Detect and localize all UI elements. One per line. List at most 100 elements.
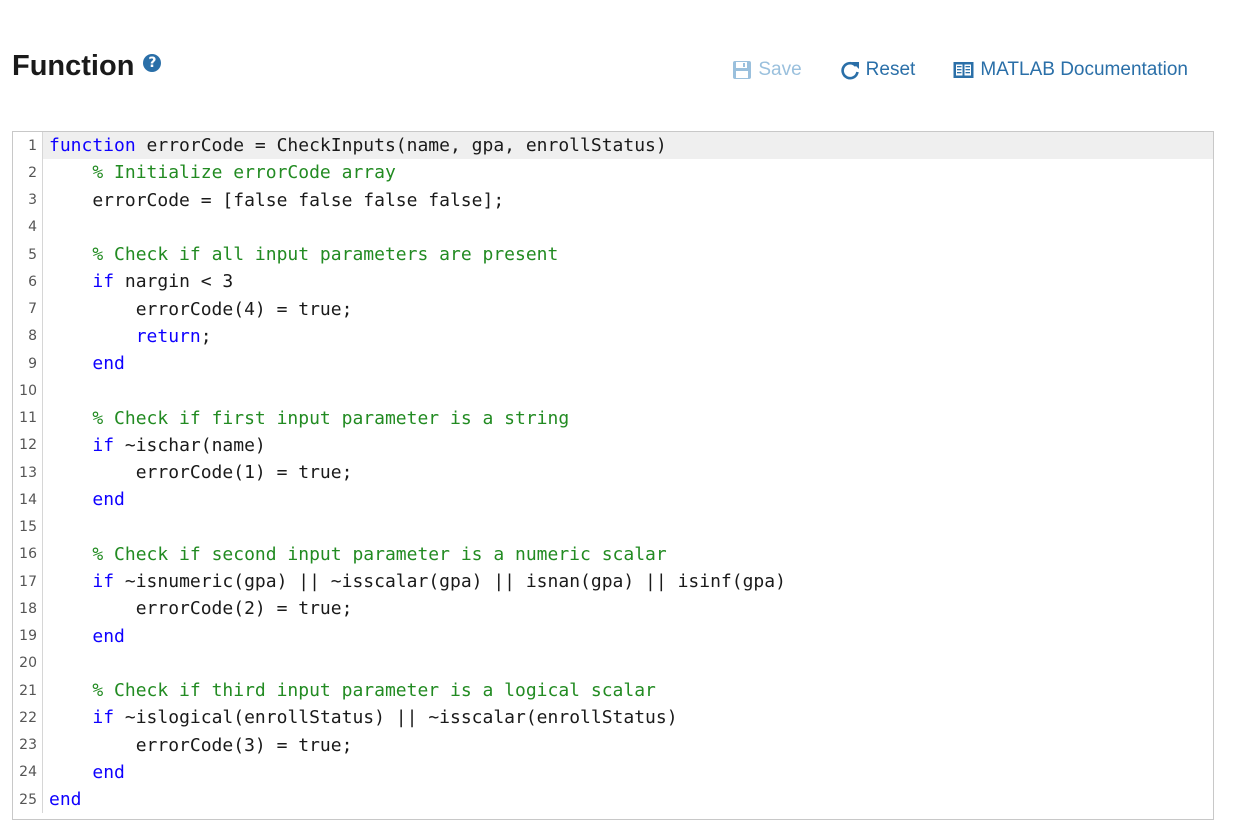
page-title: Function ?	[12, 50, 162, 83]
code-comment: % Check if third input parameter is a lo…	[92, 680, 656, 702]
code-line[interactable]: 9 end	[13, 350, 1213, 378]
code-token: nargin < 3	[114, 271, 234, 293]
code-token: ;	[200, 325, 212, 347]
code-text: errorCode(2) = true;	[43, 598, 353, 620]
matlab-documentation-link[interactable]: MATLAB Documentation	[953, 59, 1188, 81]
code-line[interactable]: 8 return;	[13, 322, 1213, 350]
line-number: 25	[13, 786, 43, 814]
code-line[interactable]: 21 % Check if third input parameter is a…	[13, 677, 1213, 705]
line-number: 14	[13, 486, 43, 514]
line-number: 10	[13, 377, 43, 405]
code-line[interactable]: 3 errorCode = [false false false false];	[13, 186, 1213, 214]
code-line[interactable]: 4	[13, 213, 1213, 241]
code-keyword: end	[92, 761, 125, 783]
code-text: % Initialize errorCode array	[43, 162, 396, 184]
reset-label: Reset	[865, 59, 916, 80]
code-token: errorCode(3) = true;	[49, 734, 353, 756]
line-number: 12	[13, 431, 43, 459]
code-token	[49, 408, 92, 429]
code-text: errorCode(3) = true;	[43, 734, 353, 756]
code-text: return;	[43, 326, 212, 347]
code-token: ~islogical(enrollStatus) || ~isscalar(en…	[114, 707, 678, 729]
code-comment: % Check if all input parameters are pres…	[92, 244, 559, 266]
code-keyword: end	[92, 353, 125, 375]
code-text: end	[43, 626, 125, 647]
line-number: 3	[13, 186, 43, 214]
code-line[interactable]: 6 if nargin < 3	[13, 268, 1213, 296]
code-keyword: if	[92, 571, 115, 593]
code-text: errorCode = [false false false false];	[43, 190, 504, 211]
code-comment: % Initialize errorCode array	[92, 162, 396, 184]
code-token: errorCode(1) = true;	[49, 462, 353, 484]
code-token: ~ischar(name)	[114, 434, 266, 456]
code-text: errorCode(4) = true;	[43, 298, 353, 320]
documentation-label: MATLAB Documentation	[980, 59, 1188, 80]
book-icon	[953, 62, 974, 78]
line-number: 20	[13, 649, 43, 677]
code-token	[49, 271, 92, 292]
line-number: 13	[13, 459, 43, 487]
code-token: errorCode = CheckInputs(name, gpa, enrol…	[135, 135, 667, 157]
question-circle-icon[interactable]: ?	[143, 53, 162, 72]
code-line[interactable]: 22 if ~islogical(enrollStatus) || ~issca…	[13, 704, 1213, 732]
save-label: Save	[758, 59, 802, 80]
code-line[interactable]: 14 end	[13, 486, 1213, 514]
code-token	[49, 680, 92, 701]
code-line[interactable]: 12 if ~ischar(name)	[13, 431, 1213, 459]
code-text: end	[43, 762, 125, 783]
save-button[interactable]: Save	[732, 59, 802, 81]
code-token: errorCode(2) = true;	[49, 598, 353, 620]
code-keyword: end	[92, 489, 125, 511]
refresh-icon	[841, 61, 859, 80]
code-token	[49, 762, 92, 783]
code-line[interactable]: 16 % Check if second input parameter is …	[13, 540, 1213, 568]
code-line[interactable]: 18 errorCode(2) = true;	[13, 595, 1213, 623]
code-line[interactable]: 10	[13, 377, 1213, 405]
line-number: 11	[13, 404, 43, 432]
code-text: % Check if first input parameter is a st…	[43, 408, 569, 429]
line-number: 23	[13, 731, 43, 759]
line-number: 9	[13, 350, 43, 378]
line-number: 18	[13, 595, 43, 623]
code-line[interactable]: 17 if ~isnumeric(gpa) || ~isscalar(gpa) …	[13, 568, 1213, 596]
code-keyword: function	[49, 135, 136, 157]
code-token	[49, 326, 136, 347]
code-token	[49, 435, 92, 456]
code-token	[49, 353, 92, 374]
reset-button[interactable]: Reset	[840, 59, 916, 81]
code-line[interactable]: 11 % Check if first input parameter is a…	[13, 404, 1213, 432]
code-token: errorCode(4) = true;	[49, 298, 353, 320]
code-line[interactable]: 19 end	[13, 622, 1213, 650]
line-number: 1	[13, 132, 43, 160]
code-line[interactable]: 24 end	[13, 758, 1213, 786]
line-number: 17	[13, 568, 43, 596]
code-keyword: if	[92, 434, 115, 456]
code-line[interactable]: 15	[13, 513, 1213, 541]
code-text: errorCode(1) = true;	[43, 462, 353, 484]
code-line[interactable]: 20	[13, 649, 1213, 677]
code-token	[49, 162, 92, 183]
code-token	[49, 244, 92, 265]
code-text: function errorCode = CheckInputs(name, g…	[43, 135, 667, 156]
line-number: 7	[13, 295, 43, 323]
code-comment: % Check if first input parameter is a st…	[92, 407, 570, 429]
code-line[interactable]: 5 % Check if all input parameters are pr…	[13, 241, 1213, 269]
code-line[interactable]: 2 % Initialize errorCode array	[13, 159, 1213, 187]
code-token	[49, 489, 92, 510]
code-line[interactable]: 7 errorCode(4) = true;	[13, 295, 1213, 323]
code-text: if ~ischar(name)	[43, 434, 266, 456]
code-line[interactable]: 13 errorCode(1) = true;	[13, 459, 1213, 487]
code-keyword: end	[92, 625, 125, 647]
toolbar: Save Reset MATLAB Documentation	[694, 59, 1188, 81]
code-token	[49, 571, 92, 592]
line-number: 16	[13, 540, 43, 568]
line-number: 22	[13, 704, 43, 732]
code-line[interactable]: 23 errorCode(3) = true;	[13, 731, 1213, 759]
line-number: 8	[13, 322, 43, 350]
function-header: Function ? Save Reset	[12, 46, 1212, 92]
code-token	[49, 707, 92, 728]
page-title-text: Function	[12, 50, 135, 82]
